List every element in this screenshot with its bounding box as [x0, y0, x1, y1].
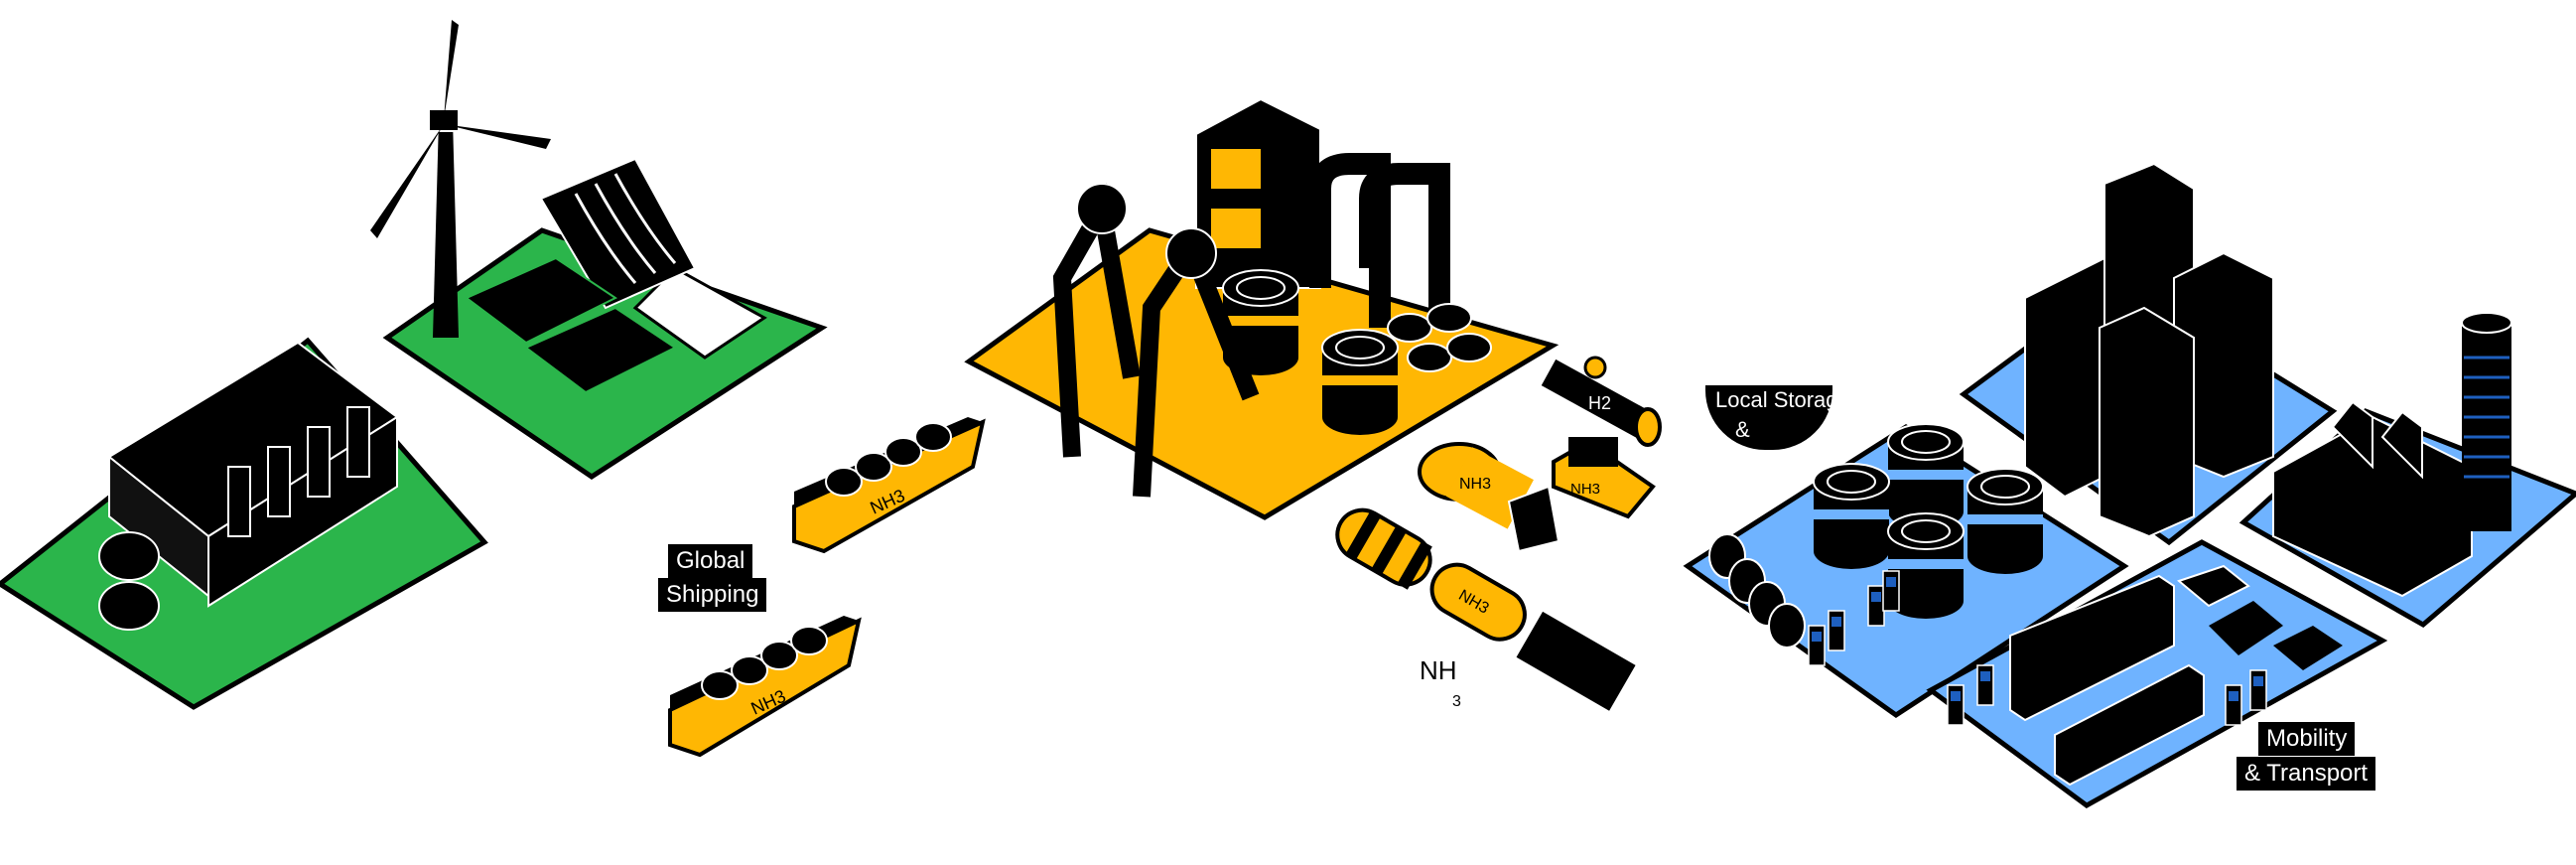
blue-plate-industry	[2238, 312, 2576, 629]
nh3-barge: NH3	[1552, 437, 1656, 519]
h2-pipeline: H2	[1541, 356, 1662, 447]
wind-turbine	[370, 20, 551, 338]
label-global-shipping-line1: Global	[668, 544, 753, 578]
label-mobility-line2: & Transport	[2237, 757, 2376, 791]
green-plate-electrolysis	[0, 337, 488, 710]
label-global-shipping-line2: Shipping	[658, 578, 767, 612]
nh3-train: NH 3	[1335, 507, 1639, 714]
barge-label: NH3	[1570, 481, 1600, 498]
car	[2176, 564, 2250, 608]
nh3-ship-lower: NH3	[668, 616, 862, 758]
pipe-label: H2	[1588, 393, 1611, 413]
blue-plate-mobility	[1926, 539, 2388, 808]
label-local-storage: Local Storage & Supply	[1705, 385, 1850, 472]
blue-plate-city	[1959, 162, 2338, 546]
label-local-storage-line1: Local Storage	[1715, 387, 1850, 412]
loading-arm	[1052, 182, 1260, 498]
nh3-caption: NH	[1420, 655, 1457, 685]
blue-plate-local-storage	[1683, 423, 2129, 719]
nh3-tanker-truck: NH3	[1418, 442, 1560, 553]
double-decker-bus	[2009, 574, 2175, 722]
van	[2209, 601, 2283, 655]
yellow-plate-hub	[964, 97, 1559, 520]
truck-label: NH3	[1459, 476, 1491, 493]
label-local-storage-line2: & Supply	[1735, 417, 1803, 472]
car	[2273, 626, 2343, 670]
bus	[2054, 663, 2205, 787]
nh3-ship-upper: NH3	[792, 417, 986, 554]
nh3-caption-subscript: 3	[1452, 693, 1461, 710]
label-mobility-line1: Mobility	[2258, 722, 2356, 756]
green-plate-renewables	[370, 20, 828, 480]
